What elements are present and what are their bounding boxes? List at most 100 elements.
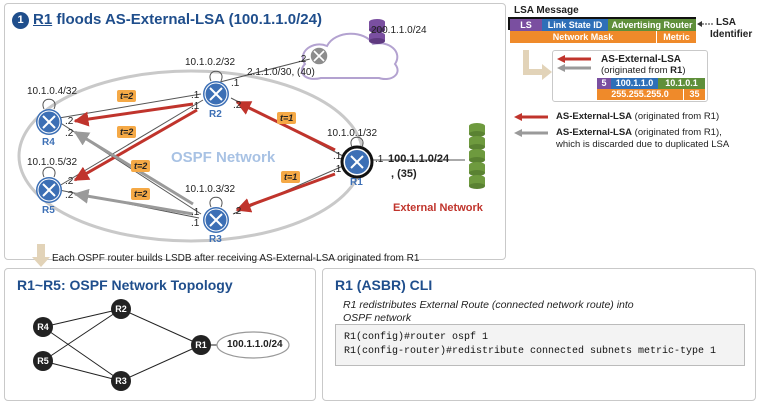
port-r4-b: .2 [65, 128, 74, 139]
legend-gray-arrow-icon [514, 129, 548, 137]
cli-title: R1 (ASBR) CLI [335, 277, 433, 293]
router-icon-r3 [203, 207, 229, 233]
topo-node-r2-label: R2 [115, 304, 127, 314]
cli-line-1: R1(config)#router ospf 1 [344, 332, 489, 343]
example-adv-router: 10.1.0.1 [658, 78, 705, 89]
identifier-line1: LSA [716, 17, 736, 28]
router-icon-r4 [36, 109, 62, 135]
example-ls-type: 5 [597, 78, 611, 89]
topo-node-r3: R3 [111, 371, 131, 391]
hop-tag: t=1 [277, 112, 297, 124]
legend-item-1: AS-External-LSA (originated from R1) [556, 111, 719, 122]
port-r3-b: .1 [191, 218, 200, 229]
legend-item1-rest: (originated from R1) [632, 111, 720, 122]
lsa-arrow-r3-r5-discarded [73, 188, 194, 216]
r5-ip: 10.1.0.5/32 [27, 157, 78, 168]
port-r3-a: .1 [191, 207, 200, 218]
legend-item-2-line2: which is discarded due to duplicated LSA [556, 139, 730, 150]
example-row1: 5 100.1.1.0 10.1.0.1 [597, 78, 705, 89]
link-r2-ext [219, 58, 311, 83]
topo-node-r3-label: R3 [115, 376, 127, 386]
loopback-r3 [209, 196, 223, 208]
example-lsa-sub: (originated from R1) [601, 65, 686, 76]
panel-title: R1 floods AS-External-LSA (100.1.1.0/24) [33, 11, 322, 28]
ospf-network-label: OSPF Network [171, 149, 276, 166]
port-r2-ext: .2 [298, 54, 307, 65]
topo-node-r2: R2 [111, 299, 131, 319]
router-icon-ext [309, 46, 329, 66]
router-icon-r5 [36, 177, 62, 203]
router-icon-r2 [203, 81, 229, 107]
port-r2-b: .1 [191, 90, 200, 101]
database-icon-external [469, 123, 485, 189]
port-r5-b: .2 [65, 190, 74, 201]
topology-diagram [42, 308, 290, 382]
dest-prefix: 100.1.1.0/24 [388, 153, 450, 165]
flooding-panel: 1 R1 floods AS-External-LSA (100.1.1.0/2… [4, 3, 506, 260]
example-sub-text: (originated from [601, 65, 671, 76]
port-r2-d: .2 [233, 100, 242, 111]
lsa-second-row: Network Mask Metric [510, 31, 696, 43]
r1-ip: 10.1.0.1/32 [327, 128, 378, 139]
port-r1-c: .1 [375, 154, 384, 165]
cli-panel: R1 (ASBR) CLI R1 redistributes External … [322, 268, 756, 401]
identifier-arrow [697, 21, 713, 27]
link-state-id-field: Link State ID [542, 19, 608, 31]
external-cloud-shape [300, 32, 399, 80]
step-badge: 1 [12, 12, 29, 29]
port-r4-a: .2 [65, 116, 74, 127]
hop-tag: t=2 [131, 160, 151, 172]
lsa-header-row: LS Type Link State ID Advertising Router [508, 17, 696, 31]
example-row2: 255.255.255.0 35 [597, 89, 705, 100]
port-r3-c: .2 [233, 206, 242, 217]
legend-item-2: AS-External-LSA (originated from R1), [556, 127, 722, 138]
cli-code-box[interactable]: R1(config)#router ospf 1 R1(config-route… [335, 324, 745, 366]
cli-line-2: R1(config-router)#redistribute connected… [344, 346, 717, 357]
metric-field: Metric [656, 31, 696, 43]
legend-item2-rest: (originated from R1), [632, 127, 722, 138]
port-r2-a: .1 [231, 78, 240, 89]
r3-label: R3 [209, 234, 222, 245]
port-r5-a: .2 [65, 176, 74, 187]
legend-bend-arrow [523, 50, 552, 80]
external-network-label: External Network [393, 202, 483, 214]
topo-node-r1-label: R1 [195, 340, 207, 350]
topo-node-r5-label: R5 [37, 356, 49, 366]
example-arrow-icons [557, 55, 591, 72]
cli-description: R1 redistributes External Route (connect… [343, 299, 743, 325]
loopback-r1 [350, 136, 364, 148]
topo-node-r4: R4 [33, 317, 53, 337]
lsa-arrow-r1-r2 [235, 100, 336, 152]
hop-tag: t=2 [117, 126, 137, 138]
loopback-r4 [42, 98, 56, 110]
legend-item1-bold: AS-External-LSA [556, 111, 633, 122]
title-rest: floods AS-External-LSA (100.1.1.0/24) [52, 11, 322, 28]
lsa-arrow-r2-r4 [73, 102, 194, 127]
lsa-arrow-r2-r5 [73, 108, 198, 182]
example-sub-close: ) [682, 65, 686, 76]
port-r1-b: .1 [333, 164, 342, 175]
port-r1-a: .1 [333, 151, 342, 162]
lsdb-caption: Each OSPF router builds LSDB after recei… [52, 253, 420, 264]
legend-title: LSA Message [514, 5, 579, 16]
example-sub-r1: R1 [670, 65, 683, 76]
ls-type-field: LS Type [510, 19, 542, 31]
topo-node-r4-label: R4 [37, 322, 49, 332]
database-icon-cloud [369, 19, 385, 44]
cli-desc-line2: OSPF network [343, 312, 412, 324]
title-r1: R1 [33, 11, 53, 28]
topology-external-label: 100.1.1.0/24 [227, 339, 283, 350]
r2-label: R2 [209, 109, 222, 120]
dest-metric: , (35) [391, 168, 417, 180]
example-mask: 255.255.255.0 [597, 89, 683, 100]
ospf-diagram [17, 19, 485, 243]
r1-label: R1 [350, 177, 363, 188]
identifier-line2: Identifier [710, 29, 753, 40]
link-r2-ext-label: 2.1.1.0/30, (40) [247, 67, 315, 78]
external-prefix: 200.1.1.0/24 [371, 25, 427, 36]
example-link-state-id: 100.1.1.0 [611, 78, 658, 89]
r2-ip: 10.1.0.2/32 [185, 57, 236, 68]
r4-label: R4 [42, 137, 55, 148]
legend-item2-bold: AS-External-LSA [556, 127, 633, 138]
topo-node-r1: R1 [191, 335, 211, 355]
